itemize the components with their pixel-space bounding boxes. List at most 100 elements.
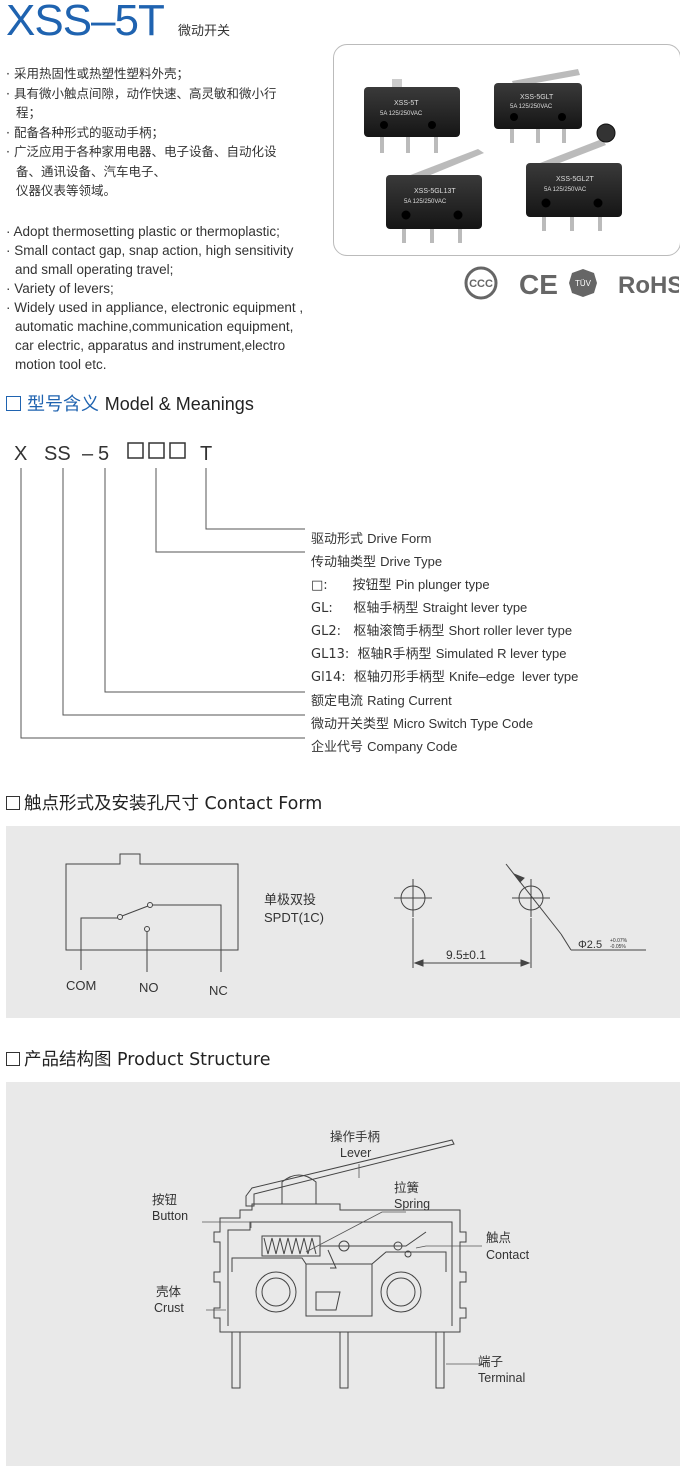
label-lever-en: Lever: [340, 1146, 371, 1160]
model-code-diagram: X SS – 5 T: [14, 442, 305, 739]
hole-tol-minus: -0.05%: [610, 944, 626, 950]
crust-outline: [213, 1203, 467, 1333]
legend-gl14: Gl14: 枢轴刃形手柄型 Knife–edge lever type: [311, 669, 579, 685]
structure-diagram: 操作手柄 Lever 拉簧 Spring 按钮 Button 触点 Contac…: [152, 1129, 530, 1389]
label-spring-cn: 拉簧: [394, 1180, 419, 1195]
product-switch-3: XSS-5GL13T 5A 125/250VAC: [386, 149, 484, 243]
feature-en-line: · Small contact gap, snap action, high s…: [6, 243, 294, 258]
square-icon: [6, 1052, 20, 1066]
hole-spacing: 9.5±0.1: [446, 948, 486, 962]
feature-en-line: motion tool etc.: [15, 357, 107, 372]
svg-text:TÜV: TÜV: [575, 279, 592, 288]
legend-drive-form: 驱动形式 Drive Form: [311, 531, 432, 547]
spdt-circuit: [80, 902, 222, 972]
section-structure-title: 产品结构图 Product Structure: [6, 1046, 270, 1071]
section-contact-title: 触点形式及安装孔尺寸 Contact Form: [6, 790, 322, 815]
label-button-en: Button: [152, 1209, 188, 1223]
feature-cn-line: 仪器仪表等领域。: [16, 183, 117, 198]
leader-lines: [20, 468, 305, 739]
code-x: X: [14, 443, 27, 465]
product-photo-panel: XSS-5T 5A 125/250VAC XSS-5GLT 5A 125/250…: [333, 44, 680, 256]
crust-inner: [227, 1221, 453, 1326]
moving-contact: [320, 1231, 427, 1247]
label-crust-en: Crust: [154, 1301, 184, 1315]
legend-rating-current: 额定电流 Rating Current: [311, 693, 452, 709]
svg-text:CCC: CCC: [469, 278, 493, 290]
product-rating: 5A 125/250VAC: [380, 111, 423, 117]
legend-gl2: GL2: 枢轴滚筒手柄型 Short roller lever type: [311, 623, 573, 639]
legend-company-code: 企业代号 Company Code: [311, 739, 458, 755]
label-com: COM: [66, 978, 96, 993]
product-switch-2: XSS-5GLT 5A 125/250VAC: [494, 69, 582, 143]
feature-en-line: car electric, apparatus and instrument,e…: [15, 338, 286, 353]
square-icon: [6, 796, 20, 810]
page-title: XSS–5T: [6, 0, 165, 45]
square-icon: [6, 396, 21, 411]
code-dash: –: [82, 443, 94, 465]
label-crust-cn: 壳体: [156, 1285, 182, 1299]
label-contact-cn: 触点: [486, 1231, 511, 1245]
code-boxes: [127, 442, 186, 459]
label-spring-en: Spring: [394, 1197, 430, 1211]
mounting-holes: [394, 863, 646, 968]
feature-en-line: and small operating travel;: [15, 262, 174, 277]
product-rating: 5A 125/250VAC: [544, 187, 587, 193]
terminal-2: [339, 1332, 349, 1389]
cert-logos: CCC CE TÜV RoHS: [463, 266, 680, 300]
contact-type-cn: 单极双投: [264, 892, 316, 907]
terminal-3: [435, 1332, 445, 1389]
housing-outline: [65, 853, 239, 951]
feature-en-line: · Variety of levers;: [6, 281, 114, 296]
code-t: T: [200, 443, 212, 465]
button-part: [281, 1174, 317, 1204]
product-model: XSS-5GLT: [520, 94, 554, 101]
feature-cn-line: · 具有微小触点间隙，动作快速、高灵敏和微小行: [6, 85, 277, 101]
hole-tol-plus: +0.07%: [610, 938, 628, 944]
lever-part: [245, 1139, 455, 1207]
product-switch-4: XSS-5GL2T 5A 125/250VAC: [526, 123, 622, 231]
legend-pin-plunger: □: 按钮型 Pin plunger type: [311, 577, 490, 593]
legend-drive-type: 传动轴类型 Drive Type: [311, 554, 443, 570]
product-model: XSS-5GL2T: [556, 176, 594, 183]
feature-cn-line: · 广泛应用于各种家用电器、电子设备、自动化设: [6, 144, 277, 159]
terminal-1: [231, 1332, 241, 1389]
label-terminal-cn: 端子: [478, 1355, 503, 1369]
page-subtitle: 微动开关: [178, 24, 231, 39]
legend-type-code: 微动开关类型 Micro Switch Type Code: [311, 716, 534, 732]
feature-en-line: · Widely used in appliance, electronic e…: [6, 300, 304, 315]
contact-type-en: SPDT(1C): [264, 910, 324, 925]
product-photos: XSS-5T 5A 125/250VAC XSS-5GLT 5A 125/250…: [364, 69, 622, 243]
label-button-cn: 按钮: [152, 1192, 177, 1207]
product-rating: 5A 125/250VAC: [404, 199, 447, 205]
features-cn: · 采用热固性或热塑性塑料外壳； · 具有微小触点间隙，动作快速、高灵敏和微小行…: [6, 64, 276, 201]
ccc-icon: CCC: [464, 266, 498, 300]
product-rating: 5A 125/250VAC: [510, 104, 553, 110]
feature-cn-line: · 采用热固性或热塑性塑料外壳；: [6, 66, 189, 81]
feature-cn-line: · 配备各种形式的驱动手柄；: [6, 124, 164, 140]
label-contact-en: Contact: [486, 1248, 530, 1262]
contact-form-panel: COM NO NC 单极双投 SPDT(1C) 9.5±0.1 Φ2.5 +0.…: [6, 826, 680, 1018]
feature-cn-line: 程；: [16, 105, 42, 120]
structure-panel: 操作手柄 Lever 拉簧 Spring 按钮 Button 触点 Contac…: [6, 1082, 680, 1466]
section-model-title: 型号含义 Model & Meanings: [6, 390, 254, 416]
label-terminal-en: Terminal: [478, 1371, 525, 1385]
label-no: NO: [139, 980, 159, 995]
label-nc: NC: [209, 983, 228, 998]
legend-gl13: GL13: 枢轴R手柄型 Simulated R lever type: [311, 646, 567, 662]
product-switch-1: XSS-5T 5A 125/250VAC: [364, 79, 460, 153]
feature-en-line: · Adopt thermosetting plastic or thermop…: [6, 224, 280, 239]
code-ss: SS: [44, 443, 71, 465]
rohs-icon: RoHS: [618, 272, 679, 299]
feature-en-line: automatic machine,communication equipmen…: [15, 319, 294, 334]
code-five: 5: [98, 443, 109, 465]
feature-cn-line: 备、通讯设备、汽车电子、: [16, 163, 167, 179]
label-lever-cn: 操作手柄: [330, 1129, 380, 1144]
tuv-icon: TÜV: [569, 269, 597, 297]
ce-icon: CE: [519, 269, 558, 300]
legend-gl: GL: 枢轴手柄型 Straight lever type: [311, 600, 528, 616]
spring-part: [261, 1235, 321, 1257]
features-en: · Adopt thermosetting plastic or thermop…: [6, 222, 303, 374]
contact-diagram: COM NO NC 单极双投 SPDT(1C) 9.5±0.1 Φ2.5 +0.…: [65, 853, 646, 998]
product-model: XSS-5GL13T: [414, 188, 456, 195]
product-model: XSS-5T: [394, 100, 419, 107]
